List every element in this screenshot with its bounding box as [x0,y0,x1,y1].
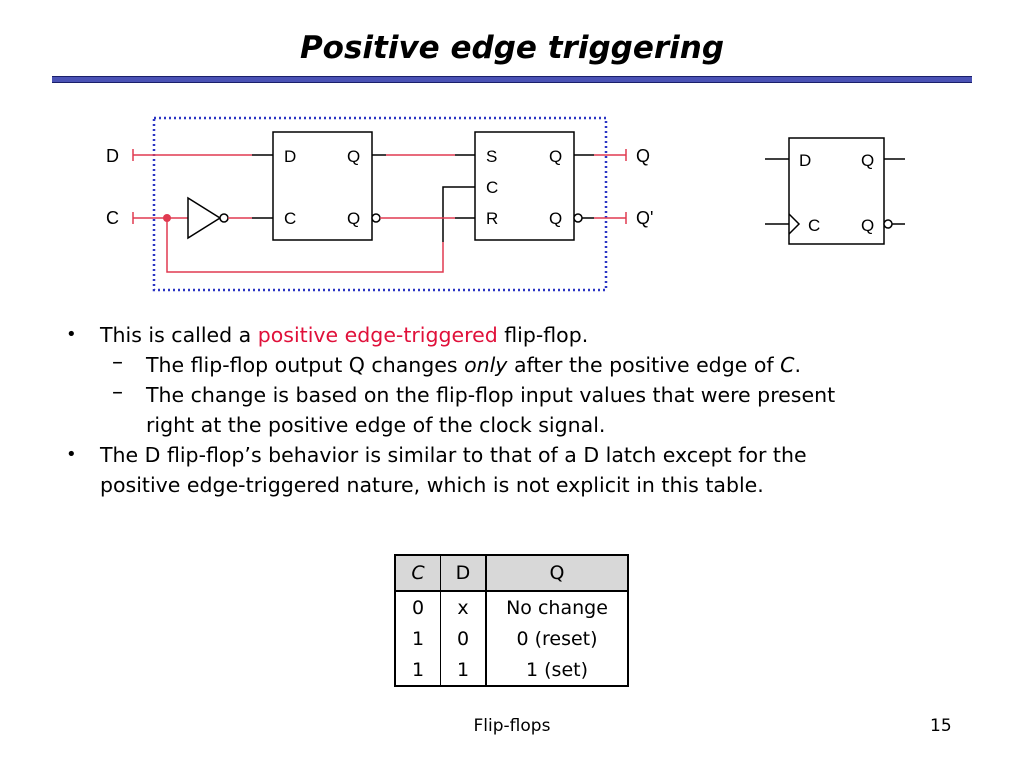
bullet-list: • This is called a positive edge-trigger… [62,320,972,500]
output-q-label: Q [636,146,650,166]
input-c-label: C [106,208,119,228]
latch2-r-label: R [486,209,498,228]
bullet-2-line-2: positive edge-triggered nature, which is… [100,473,764,497]
bullet-1-text-a: This is called a [100,323,258,347]
latch1-c-label: C [284,209,296,228]
cell-c: 1 [411,627,425,650]
page-title: Positive edge triggering [299,30,725,66]
clock-triangle-icon [788,213,801,235]
sub-bullet-1-text-c: . [794,353,801,377]
cell-q: 1 (set) [485,654,628,686]
latch2-qbar-bubble [573,213,583,223]
input-d-label: D [106,146,119,166]
bullet-2-line-1: The D flip-flop’s behavior is similar to… [100,443,807,467]
output-qbar-label: Q' [636,208,653,228]
sub-bullet-2-line-2: right at the positive edge of the clock … [146,413,606,437]
symbol-qbar-bubble [883,219,893,229]
sub-bullet-2: – The change is based on the flip-flop i… [62,380,972,440]
edge-triggered-flip-flop-diagram: D C D C Q Q S C R Q Q Q Q' D C Q [106,116,905,292]
bullet-2: • The D flip-flop’s behavior is similar … [62,440,972,500]
inverter-bubble [219,213,229,223]
header-c: C [395,555,441,592]
cell-q: No change [485,591,628,623]
page-number: 15 [930,716,952,736]
latch1-qbar-bubble [371,213,381,223]
flip-flop-symbol-box [788,137,885,245]
sr-latch-box [474,131,575,241]
latch2-qbar-label: Q [549,209,562,228]
cell-d: 0 [440,623,486,654]
latch1-q-label: Q [347,147,360,166]
latch2-c-label: C [486,178,498,197]
clock-loop-wire [166,218,444,273]
header-d: D [440,555,486,592]
cell-q: 0 (reset) [485,623,628,654]
cell-c: 0 [411,596,425,619]
footer-title: Flip-flops [473,716,551,736]
sub-bullet-1: – The flip-flop output Q changes only af… [62,350,972,380]
symbol-d-label: D [799,151,811,170]
sub-bullet-2-line-1: The change is based on the flip-flop inp… [146,383,836,407]
latch1-d-label: D [284,147,296,166]
table-row: 1 0 0 (reset) [395,623,628,654]
header-q: Q [485,555,628,592]
bullet-1-highlight: positive edge-triggered [257,323,498,347]
symbol-q-label: Q [861,151,874,170]
d-latch-box [272,131,373,241]
table-row: 1 1 1 (set) [395,654,628,686]
latch2-s-label: S [486,147,497,166]
clock-to-c-wire [442,186,475,242]
bullet-1-text-b: flip-flop. [497,323,589,347]
sub-bullet-1-text-a: The flip-flop output Q changes [146,353,465,377]
cell-d: 1 [440,654,486,686]
cell-c: 1 [411,658,425,681]
sub-bullet-1-emph2: C [780,353,795,377]
symbol-c-label: C [808,216,820,235]
bullet-mark: • [66,444,77,465]
cell-d: x [440,591,486,623]
inverter-gate [187,196,222,240]
table-row: 0 x No change [395,591,628,623]
latch2-q-label: Q [549,147,562,166]
symbol-qbar-label: Q [861,216,874,235]
truth-table-header: C D Q [395,555,628,592]
sub-bullet-1-emph: only [464,353,508,377]
latch1-qbar-label: Q [347,209,360,228]
dash-mark: – [112,350,123,375]
bullet-1: • This is called a positive edge-trigger… [62,320,972,350]
bullet-mark: • [66,324,77,345]
title-divider [52,76,972,83]
dash-mark: – [112,380,123,405]
truth-table: C D Q 0 x No change 1 0 0 (reset) 1 1 1 … [394,554,629,687]
sub-bullet-1-text-b: after the positive edge of [507,353,781,377]
dotted-frame [152,116,608,292]
